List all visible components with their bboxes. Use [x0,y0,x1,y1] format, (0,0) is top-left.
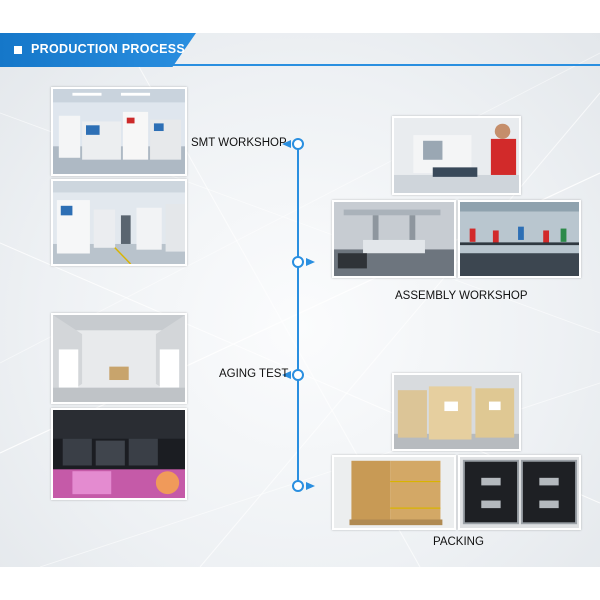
photo-smt-line-2 [51,179,187,266]
stage-label-aging: AGING TEST [219,368,289,380]
pointer-packing-icon [306,482,315,490]
timeline-node-assembly-icon [292,256,304,268]
photo-aging-hall [51,313,187,404]
timeline-node-aging-icon [292,369,304,381]
process-timeline [297,143,299,486]
stage-label-assembly: ASSEMBLY WORKSHOP [395,290,528,302]
photo-aging-screens [51,408,187,500]
stage-label-smt: SMT WORKSHOP [191,137,287,149]
photo-assembly-machine [332,200,456,278]
section-header: PRODUCTION PROCESS [0,33,600,67]
section-title: PRODUCTION PROCESS [31,42,186,56]
photo-packing-crates [392,373,521,451]
photo-smt-line-1 [51,87,187,176]
photo-packing-flightcases [458,455,581,530]
timeline-node-smt-icon [292,138,304,150]
photo-assembly-operator [392,116,521,195]
pointer-aging-icon [282,371,291,379]
stage-label-packing: PACKING [433,536,484,548]
timeline-node-packing-icon [292,480,304,492]
pointer-smt-icon [282,140,291,148]
photo-packing-cartons [332,455,456,530]
header-tab [0,33,196,67]
header-rule [170,64,600,66]
white-square-icon [14,46,22,54]
photo-assembly-floor [458,200,581,278]
pointer-assembly-icon [306,258,315,266]
